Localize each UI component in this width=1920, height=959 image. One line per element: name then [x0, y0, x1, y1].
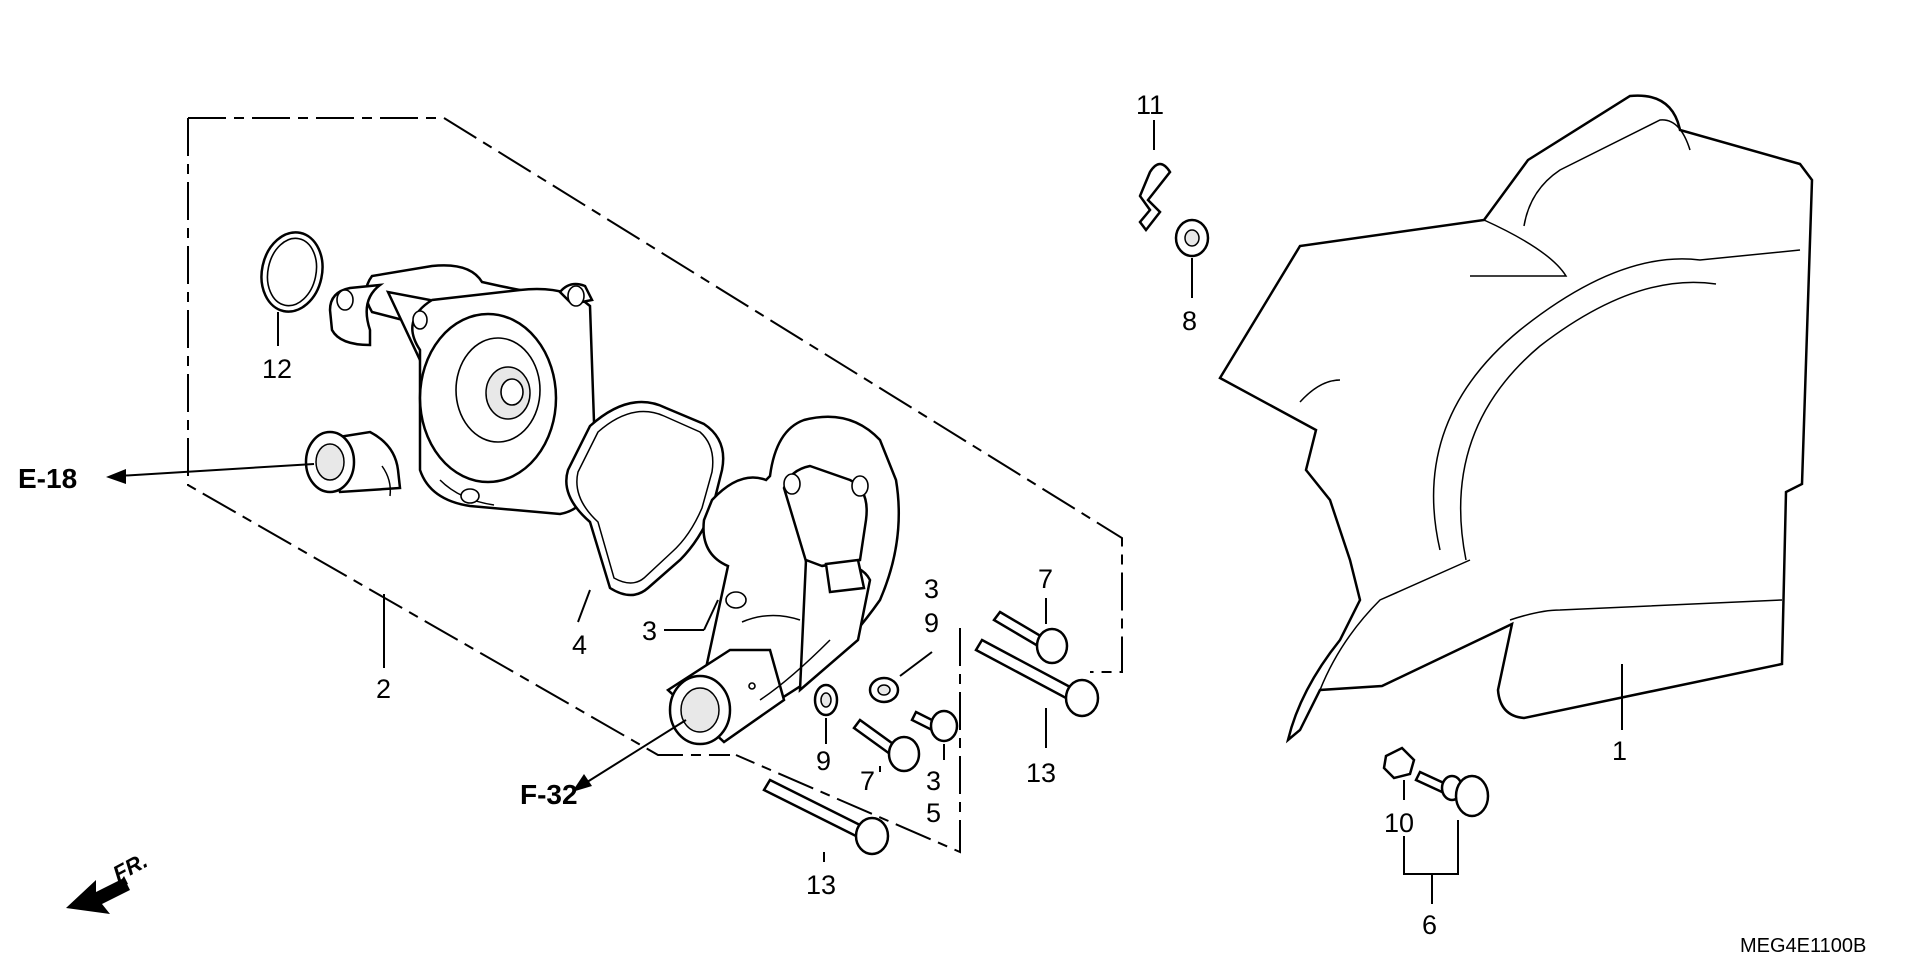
part-number-12: 12 — [262, 354, 292, 384]
bolt-3-5 — [910, 709, 959, 743]
part-number-1: 1 — [1612, 736, 1627, 766]
part-number-2: 2 — [376, 674, 391, 704]
part-number-3a: 3 — [642, 616, 657, 646]
clip-11 — [1138, 162, 1172, 233]
leader-lines — [277, 120, 1623, 904]
side-cover-1 — [1218, 94, 1814, 744]
collar-10 — [1382, 746, 1416, 780]
front-arrow-icon — [66, 876, 130, 914]
bolt-13a — [974, 638, 1100, 718]
part-number-3b: 3 — [924, 574, 939, 604]
ref-label-e18: E-18 — [18, 463, 77, 494]
part-number-8: 8 — [1182, 306, 1197, 336]
part-number-7a: 7 — [1038, 564, 1053, 594]
ref-label-f32: F-32 — [520, 779, 578, 810]
bolt-6 — [1414, 770, 1490, 818]
bolt-7b — [992, 610, 1069, 665]
water-pump-body — [304, 264, 598, 516]
bolt-7a — [852, 718, 921, 773]
part-number-3c: 3 — [926, 766, 941, 796]
gasket-4 — [565, 400, 725, 597]
front-label: FR. — [109, 848, 152, 887]
part-number-9b: 9 — [816, 746, 831, 776]
part-number-7b: 7 — [860, 766, 875, 796]
part-number-13a: 13 — [1026, 758, 1056, 788]
part-number-6: 6 — [1422, 910, 1437, 940]
part-number-10: 10 — [1384, 808, 1414, 838]
bolt-13b — [762, 778, 890, 856]
part-number-13b: 13 — [806, 870, 836, 900]
diagram-code: MEG4E1100B — [1740, 935, 1866, 957]
assembly-outline-2 — [187, 117, 1123, 854]
part-number-4: 4 — [572, 630, 587, 660]
pump-cover — [665, 415, 900, 746]
ref-arrow-e18 — [106, 463, 315, 484]
part-number-5: 5 — [926, 798, 941, 828]
ref-arrow-f32 — [572, 719, 687, 792]
part-number-9a: 9 — [924, 608, 939, 638]
part-number-11: 11 — [1136, 90, 1164, 120]
